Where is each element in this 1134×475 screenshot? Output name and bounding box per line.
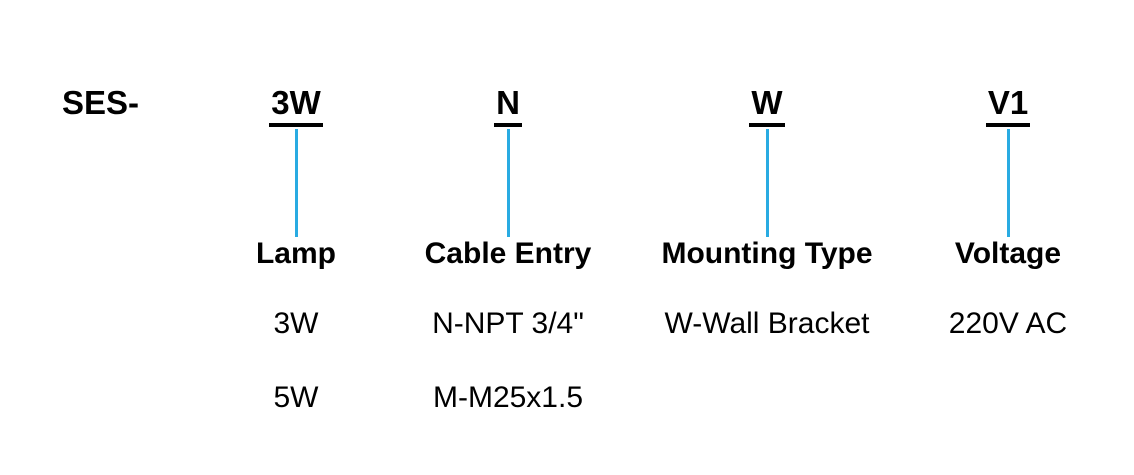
option-value: M-M25x1.5 bbox=[432, 381, 584, 414]
model-prefix: SES- bbox=[62, 84, 140, 121]
connector-line bbox=[1006, 129, 1010, 237]
code-value: 3W bbox=[269, 86, 323, 127]
column-label: Lamp bbox=[255, 237, 336, 270]
option-value: 5W bbox=[273, 381, 319, 414]
connector-line bbox=[294, 129, 298, 237]
option-value: 3W bbox=[273, 307, 319, 340]
code-value: V1 bbox=[985, 86, 1031, 127]
option-value: 220V AC bbox=[948, 307, 1068, 340]
column-label: Voltage bbox=[954, 237, 1062, 270]
connector-line bbox=[506, 129, 510, 237]
connector-line bbox=[765, 129, 769, 237]
code-wrap: V1 bbox=[878, 86, 1134, 127]
code-wrap: 3W bbox=[166, 86, 426, 127]
column-label: Cable Entry bbox=[424, 237, 592, 270]
option-value: W-Wall Bracket bbox=[664, 307, 870, 340]
code-column-cable-entry: N Cable Entry N-NPT 3/4" M-M25x1.5 bbox=[378, 0, 638, 475]
column-label: Mounting Type bbox=[661, 237, 873, 270]
code-column-voltage: V1 Voltage 220V AC bbox=[878, 0, 1134, 475]
code-column-lamp: 3W Lamp 3W 5W bbox=[166, 0, 426, 475]
code-value: W bbox=[749, 86, 785, 127]
code-value: N bbox=[494, 86, 522, 127]
code-wrap: W bbox=[637, 86, 897, 127]
code-wrap: N bbox=[378, 86, 638, 127]
option-value: N-NPT 3/4" bbox=[432, 307, 584, 340]
code-column-mounting-type: W Mounting Type W-Wall Bracket bbox=[637, 0, 897, 475]
